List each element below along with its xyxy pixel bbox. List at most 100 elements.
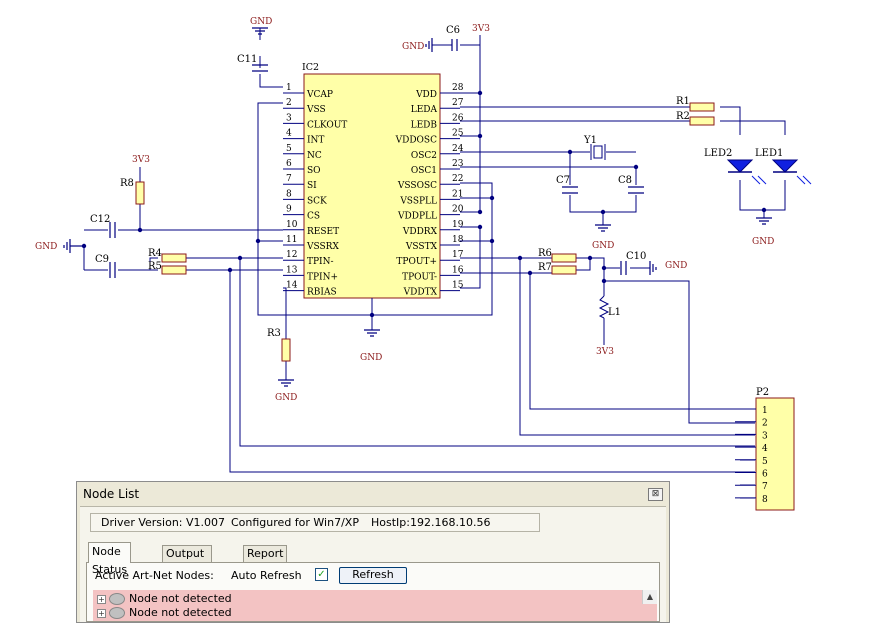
- ic-pin-number: 9: [286, 205, 292, 215]
- connector-pin-number: 1: [762, 406, 768, 416]
- ic-pin-number: 6: [286, 159, 292, 169]
- connector-p2-body: [755, 397, 795, 511]
- svg-text:R4: R4: [148, 248, 162, 259]
- list-item[interactable]: + Node not detected: [93, 606, 657, 620]
- ic-pin-number: 1: [286, 83, 292, 93]
- connector-pin-number: 6: [762, 470, 768, 480]
- ic-pin-number: 4: [286, 129, 292, 139]
- schematic-canvas: IC2 1VCAP2VSS3CLKOUT4INT5NC6SO7SI8SCK9CS…: [35, 17, 812, 511]
- list-item[interactable]: + Node not detected: [93, 592, 657, 606]
- svg-text:R5: R5: [148, 261, 162, 272]
- ic-pin-number: 11: [286, 235, 297, 245]
- svg-text:C7: C7: [556, 175, 570, 186]
- connector-pin-number: 3: [762, 431, 768, 441]
- ic-pin-name: VSS: [306, 105, 326, 115]
- window-title: Node List: [83, 487, 140, 501]
- node-status-panel: Active Art-Net Nodes: Auto Refresh ✓ Ref…: [86, 562, 660, 622]
- gnd-symbols: [63, 27, 772, 387]
- ic-pin-number: 17: [452, 250, 464, 260]
- svg-text:R7: R7: [538, 262, 552, 273]
- ic-pin-name: VDDTX: [403, 288, 438, 298]
- leds: [726, 159, 812, 185]
- ic-pin-name: CLKOUT: [307, 120, 347, 130]
- ic-pin-number: 27: [452, 98, 464, 108]
- tab-output-routing[interactable]: Output Routing: [162, 545, 213, 576]
- junctions: [81, 90, 767, 318]
- svg-text:GND: GND: [35, 242, 57, 252]
- svg-text:Y1: Y1: [583, 135, 597, 146]
- ic-pin-name: VDDRX: [402, 227, 438, 237]
- connector-pin-number: 7: [762, 482, 768, 492]
- ic-pin-number: 23: [452, 159, 464, 169]
- ic-pin-name: NC: [307, 151, 322, 161]
- ic-pin-name: RBIAS: [307, 288, 337, 298]
- ic2-pins: 1VCAP2VSS3CLKOUT4INT5NC6SO7SI8SCK9CS10RE…: [283, 83, 464, 298]
- capacitors: [109, 39, 644, 278]
- ic-pin-number: 8: [286, 189, 292, 199]
- svg-text:GND: GND: [592, 241, 614, 251]
- svg-text:GND: GND: [360, 353, 382, 363]
- ic-pin-name: TPOUT+: [396, 257, 437, 267]
- ic-pin-name: VSSTX: [405, 242, 438, 252]
- ic-pin-name: SO: [307, 166, 321, 176]
- connector-pin-number: 5: [762, 457, 768, 467]
- node-list-window: Node List ⊠ Driver Version: V1.007 Confi…: [76, 481, 670, 623]
- svg-text:3V3: 3V3: [472, 24, 490, 34]
- host-ip: HostIp:192.168.10.56: [371, 516, 491, 529]
- ic-pin-name: CS: [307, 212, 320, 222]
- ic-pin-number: 26: [452, 113, 464, 123]
- ic-pin-number: 21: [452, 189, 463, 199]
- tab-node-status[interactable]: Node Status: [88, 542, 132, 576]
- ic-pin-name: VCAP: [306, 90, 333, 100]
- ic-pin-number: 7: [286, 174, 292, 184]
- ic-pin-number: 19: [452, 220, 464, 230]
- ic-pin-number: 13: [286, 265, 298, 275]
- svg-text:C12: C12: [90, 214, 110, 225]
- crystal-y1: [590, 144, 606, 160]
- svg-text:LED2: LED2: [704, 148, 732, 159]
- refresh-button[interactable]: Refresh: [339, 567, 407, 584]
- expand-icon[interactable]: +: [97, 609, 106, 618]
- scroll-up-button[interactable]: ▲: [642, 590, 657, 604]
- node-status-icon: [109, 593, 125, 605]
- svg-text:R6: R6: [538, 248, 552, 259]
- svg-text:C10: C10: [626, 251, 646, 262]
- expand-icon[interactable]: +: [97, 595, 106, 604]
- ic-pin-number: 15: [452, 281, 464, 291]
- active-nodes-label: Active Art-Net Nodes:: [95, 569, 214, 582]
- ic-pin-name: VSSPLL: [399, 196, 437, 206]
- auto-refresh-checkbox[interactable]: ✓: [315, 568, 328, 581]
- svg-text:GND: GND: [665, 261, 687, 271]
- configured-for: Configured for Win7/XP: [231, 516, 359, 529]
- window-body: Driver Version: V1.007 Configured for Wi…: [80, 506, 666, 622]
- ic-pin-number: 14: [286, 281, 298, 291]
- svg-text:R3: R3: [267, 328, 281, 339]
- ic-pin-number: 12: [286, 250, 297, 260]
- ic-pin-name: OSC2: [411, 151, 437, 161]
- ic-pin-number: 18: [452, 235, 464, 245]
- ic-pin-name: SI: [307, 181, 317, 191]
- ic-pin-name: TPOUT-: [402, 272, 437, 282]
- ic-pin-name: SCK: [307, 196, 327, 206]
- inductor-l1: [598, 295, 610, 319]
- svg-text:R8: R8: [120, 178, 134, 189]
- ic-pin-name: LEDB: [411, 120, 438, 130]
- driver-info-bar: Driver Version: V1.007 Configured for Wi…: [90, 513, 540, 532]
- close-icon[interactable]: ⊠: [648, 488, 663, 501]
- svg-text:L1: L1: [608, 307, 621, 318]
- node-status-icon: [109, 607, 125, 619]
- resistors: [135, 102, 715, 362]
- svg-text:GND: GND: [752, 237, 774, 247]
- svg-text:C9: C9: [95, 254, 109, 265]
- ic-pin-name: VSSRX: [306, 242, 339, 252]
- svg-text:3V3: 3V3: [132, 155, 150, 165]
- svg-text:R1: R1: [676, 96, 690, 107]
- svg-text:P2: P2: [756, 387, 769, 398]
- ic-pin-number: 22: [452, 174, 463, 184]
- ic2-body: [303, 73, 441, 299]
- auto-refresh-label: Auto Refresh: [231, 569, 302, 582]
- ic-pin-name: VDD: [415, 90, 437, 100]
- tab-report[interactable]: Report: [243, 545, 288, 562]
- ic-pin-number: 10: [286, 220, 298, 230]
